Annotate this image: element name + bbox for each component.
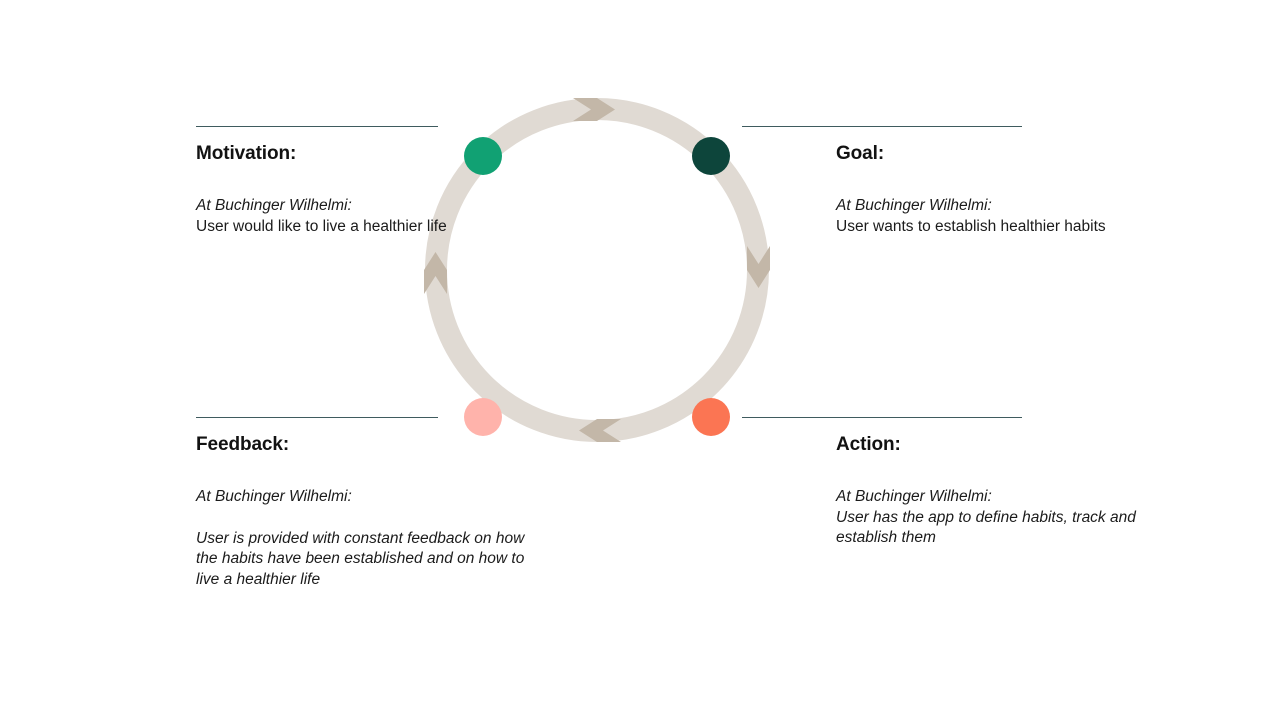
- action-body: At Buchinger Wilhelmi: User has the app …: [836, 487, 1166, 549]
- cycle-ring: [330, 40, 864, 502]
- goal-dot[interactable]: [692, 137, 730, 175]
- goal-lead: At Buchinger Wilhelmi:: [836, 196, 992, 214]
- feedback-lead: At Buchinger Wilhelmi:: [196, 487, 352, 505]
- goal-heading: Goal:: [836, 143, 885, 164]
- chevron-right: [747, 246, 770, 288]
- feedback-detail: User is provided with constant feedback …: [196, 529, 525, 589]
- motivation-lead: At Buchinger Wilhelmi:: [196, 196, 352, 214]
- action-heading: Action:: [836, 434, 901, 455]
- quadrant-action: Action: At Buchinger Wilhelmi: User has …: [836, 417, 1166, 549]
- feedback-dot[interactable]: [464, 398, 502, 436]
- motivation-body: At Buchinger Wilhelmi: User would like t…: [196, 196, 526, 238]
- connector-rule-action: [742, 417, 1022, 418]
- connector-rule-goal: [742, 126, 1022, 127]
- goal-body: At Buchinger Wilhelmi: User wants to est…: [836, 196, 1166, 238]
- quadrant-feedback: Feedback: At Buchinger Wilhelmi: User is…: [196, 417, 526, 591]
- action-lead: At Buchinger Wilhelmi:: [836, 487, 992, 505]
- feedback-heading: Feedback:: [196, 434, 290, 455]
- feedback-body: At Buchinger Wilhelmi: User is provided …: [196, 487, 526, 591]
- motivation-detail: User would like to live a healthier life: [196, 217, 447, 235]
- connector-rule-motivation: [196, 126, 438, 127]
- quadrant-goal: Goal: At Buchinger Wilhelmi: User wants …: [836, 126, 1166, 237]
- action-detail: User has the app to define habits, track…: [836, 508, 1136, 547]
- connector-rule-feedback: [196, 417, 438, 418]
- motivation-heading: Motivation:: [196, 143, 297, 164]
- chevron-bottom: [579, 419, 621, 442]
- goal-detail: User wants to establish healthier habits: [836, 217, 1106, 235]
- quadrant-motivation: Motivation: At Buchinger Wilhelmi: User …: [196, 126, 526, 237]
- chevron-top: [573, 98, 615, 121]
- motivation-dot[interactable]: [464, 137, 502, 175]
- action-dot[interactable]: [692, 398, 730, 436]
- chevron-left: [424, 252, 447, 294]
